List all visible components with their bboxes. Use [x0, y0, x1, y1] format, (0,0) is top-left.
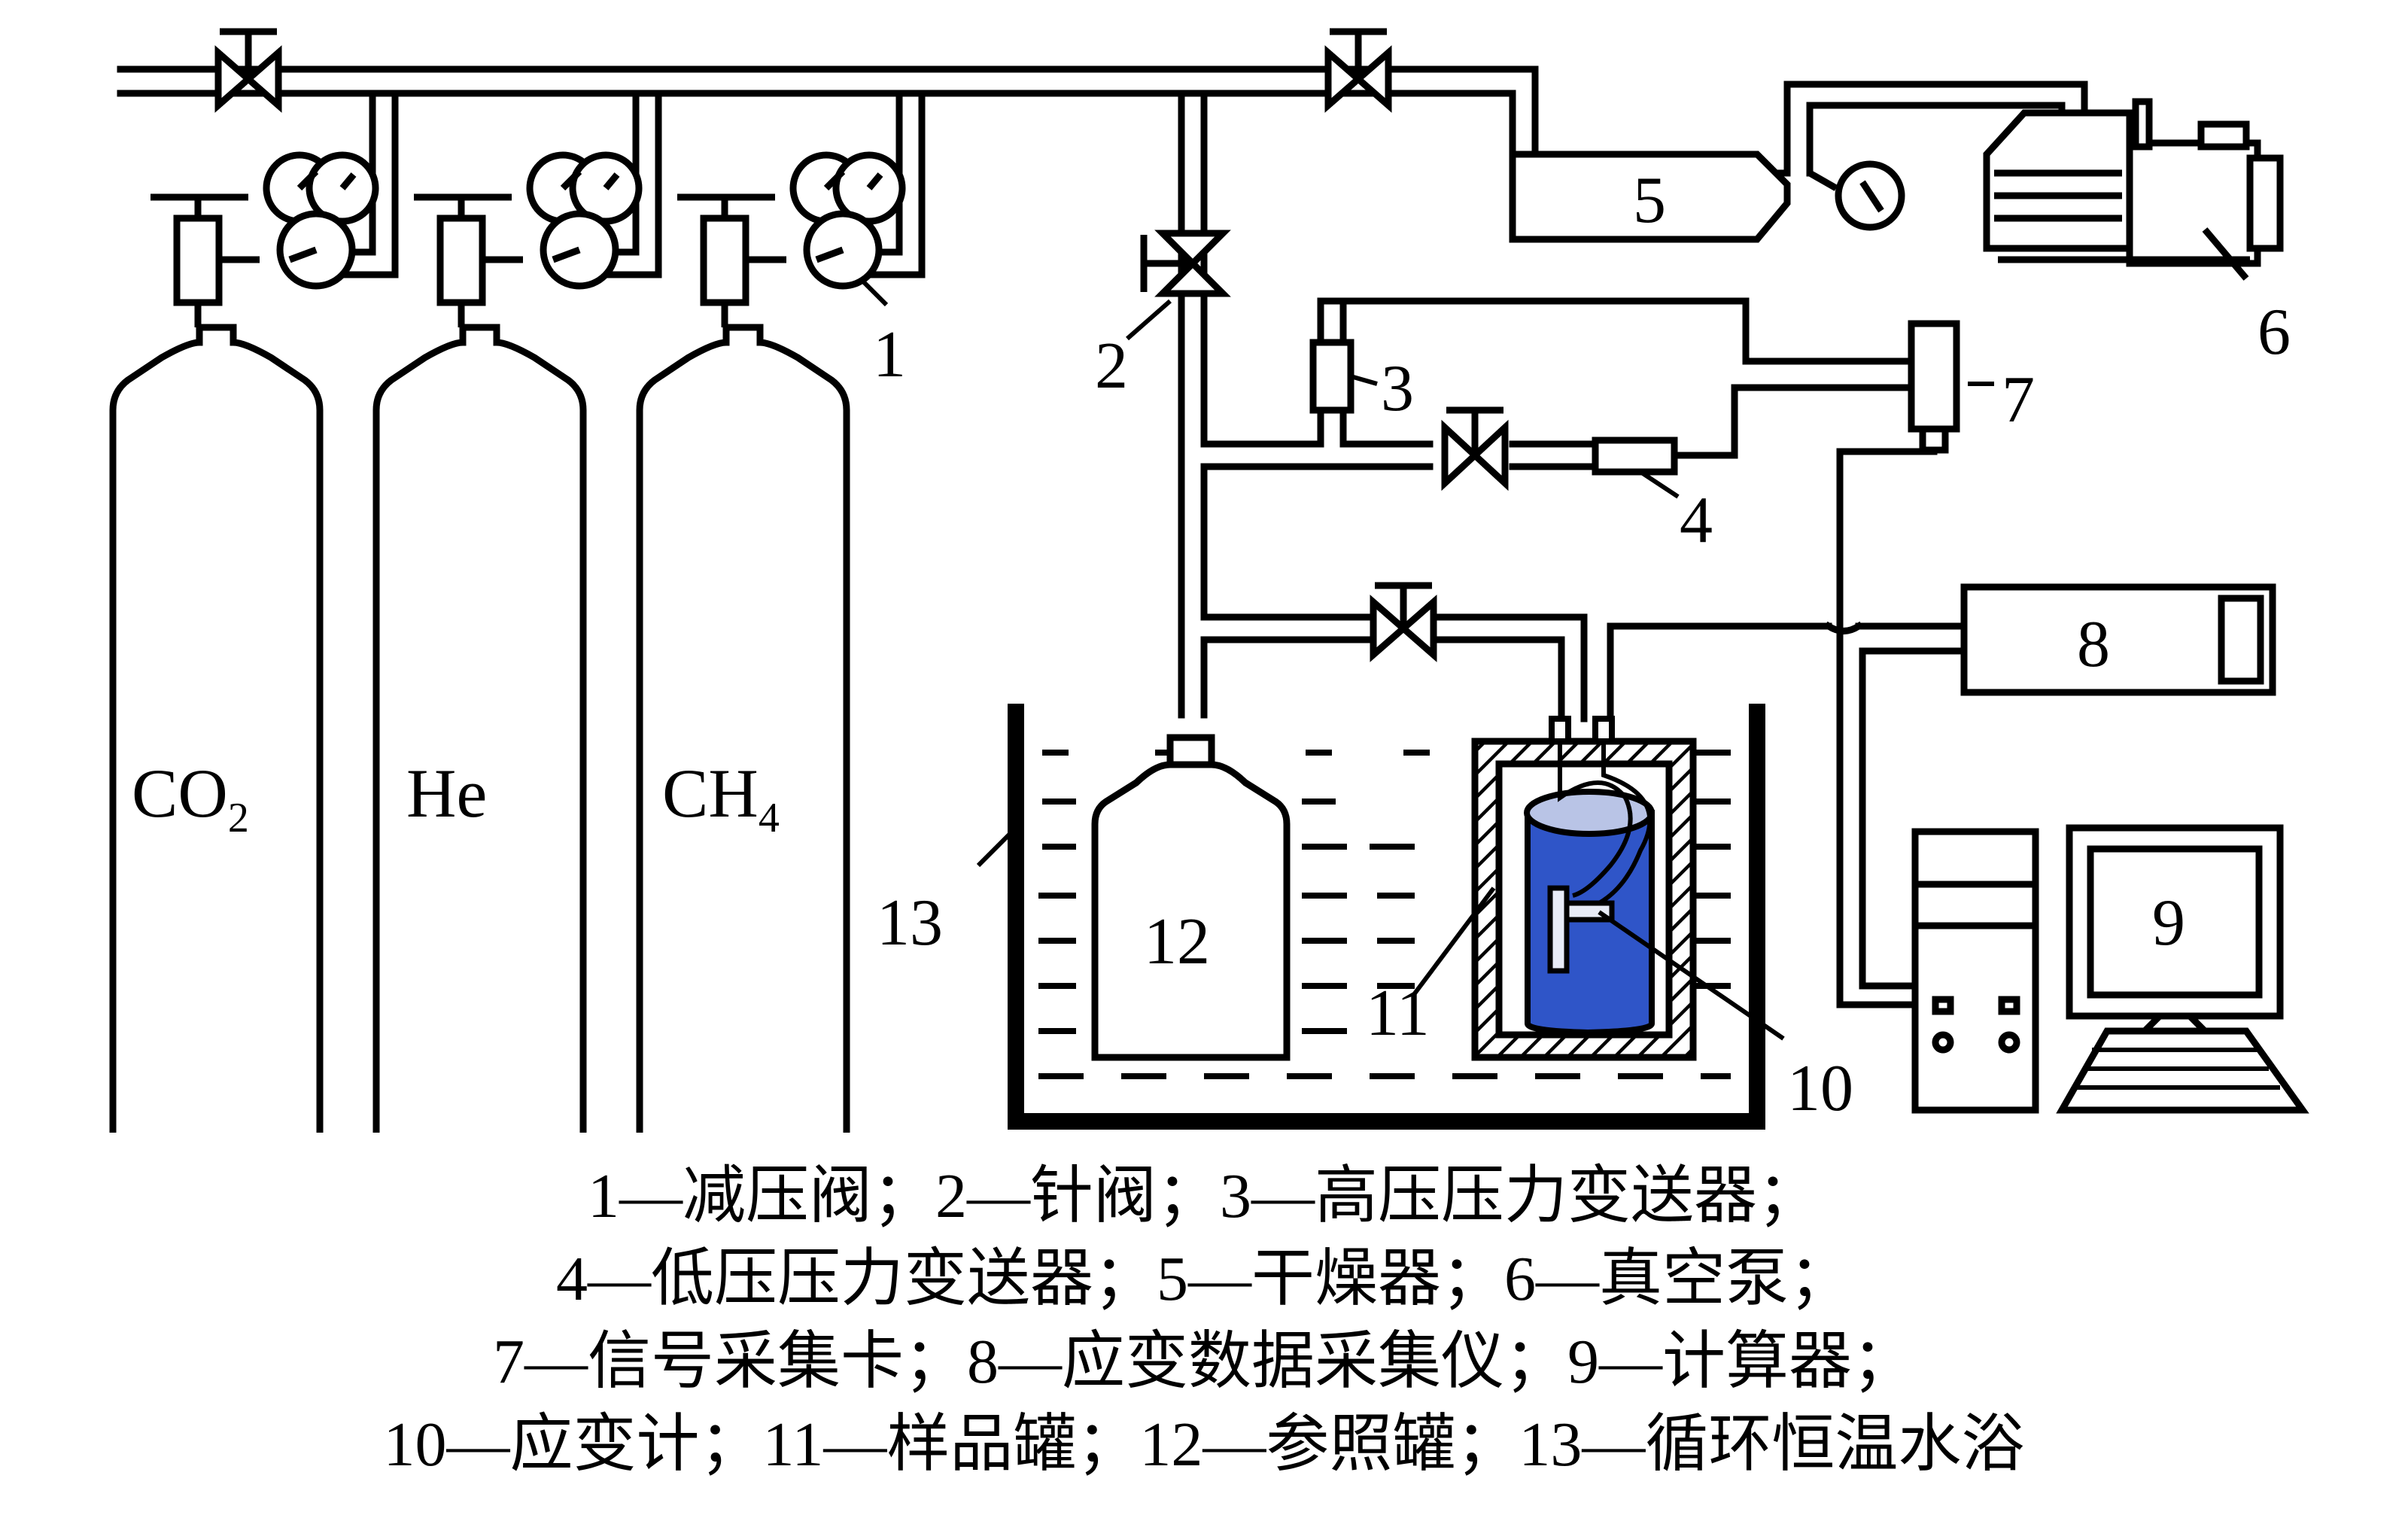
dryer [1509, 151, 1905, 243]
callout-2: 2 [1095, 330, 1128, 403]
cylinder-label-co2: CO2 [132, 755, 249, 841]
strain-cable [1607, 621, 1968, 722]
legend-line-1: 1—减压阀；2—针阀；3—高压压力变送器； [587, 1161, 1820, 1231]
signal-cable [1836, 448, 1968, 1008]
callout-11: 11 [1366, 977, 1430, 1050]
callout-12: 12 [1144, 905, 1210, 978]
callout-1: 1 [873, 318, 906, 391]
needle-valve-icon [1140, 230, 1231, 297]
callout-10: 10 [1787, 1052, 1853, 1125]
callout-6: 6 [2258, 296, 2291, 369]
transmitter-line [1200, 297, 1915, 470]
cylinder-label-ch4: CH4 [662, 755, 780, 841]
legend-line-4: 10—应变计；11—样品罐；12—参照罐；13—循环恒温水浴 [383, 1410, 2025, 1480]
cylinder-labels: CO2 He CH4 [132, 755, 780, 841]
callout-4: 4 [1680, 484, 1713, 557]
callout-3: 3 [1381, 352, 1414, 425]
high-pressure-transmitter [1309, 339, 1354, 414]
sample-can-assembly [1471, 716, 1697, 1061]
legend-line-3: 7—信号采集卡；8—应变数据采集仪；9—计算器； [492, 1327, 1915, 1397]
he-cylinder [372, 151, 643, 1133]
strain-acquisition-instrument [1960, 583, 2276, 696]
sample-line [1200, 613, 1588, 722]
callout-7: 7 [2002, 364, 2035, 437]
computer [1911, 824, 2309, 1114]
vacuum-pump [1983, 98, 2284, 281]
low-pressure-transmitter [1592, 437, 1678, 476]
keyboard-lines [2077, 1048, 2280, 1090]
main-gas-line [117, 65, 1539, 158]
inlet-valve-icon [214, 28, 282, 113]
cylinder-label-he: He [406, 755, 487, 832]
ch4-cylinder [636, 151, 906, 1133]
vent-valve-icon [1324, 28, 1392, 113]
legend-line-2: 4—低压压力变送器；5—干燥器；6—真空泵； [555, 1244, 1852, 1314]
reference-tank [1091, 734, 1291, 1061]
callout-13: 13 [877, 887, 943, 960]
low-pressure-valve-icon [1441, 406, 1509, 491]
vertical-feed-line [1178, 90, 1208, 719]
co2-cylinder [109, 151, 379, 1133]
callout-5: 5 [1633, 164, 1666, 237]
sample-can [1524, 741, 1655, 1036]
leader-lines [862, 280, 1994, 1041]
strain-gauge [1547, 885, 1570, 974]
sample-valve-icon [1370, 582, 1437, 662]
callout-numbers: 1 2 3 4 5 6 7 8 9 10 11 12 13 [873, 164, 2291, 1125]
gas-cylinders [109, 151, 906, 1133]
signal-acquisition-card [1908, 320, 1960, 454]
valves [214, 28, 1509, 662]
callout-9: 9 [2152, 887, 2185, 960]
callout-8: 8 [2077, 608, 2110, 681]
